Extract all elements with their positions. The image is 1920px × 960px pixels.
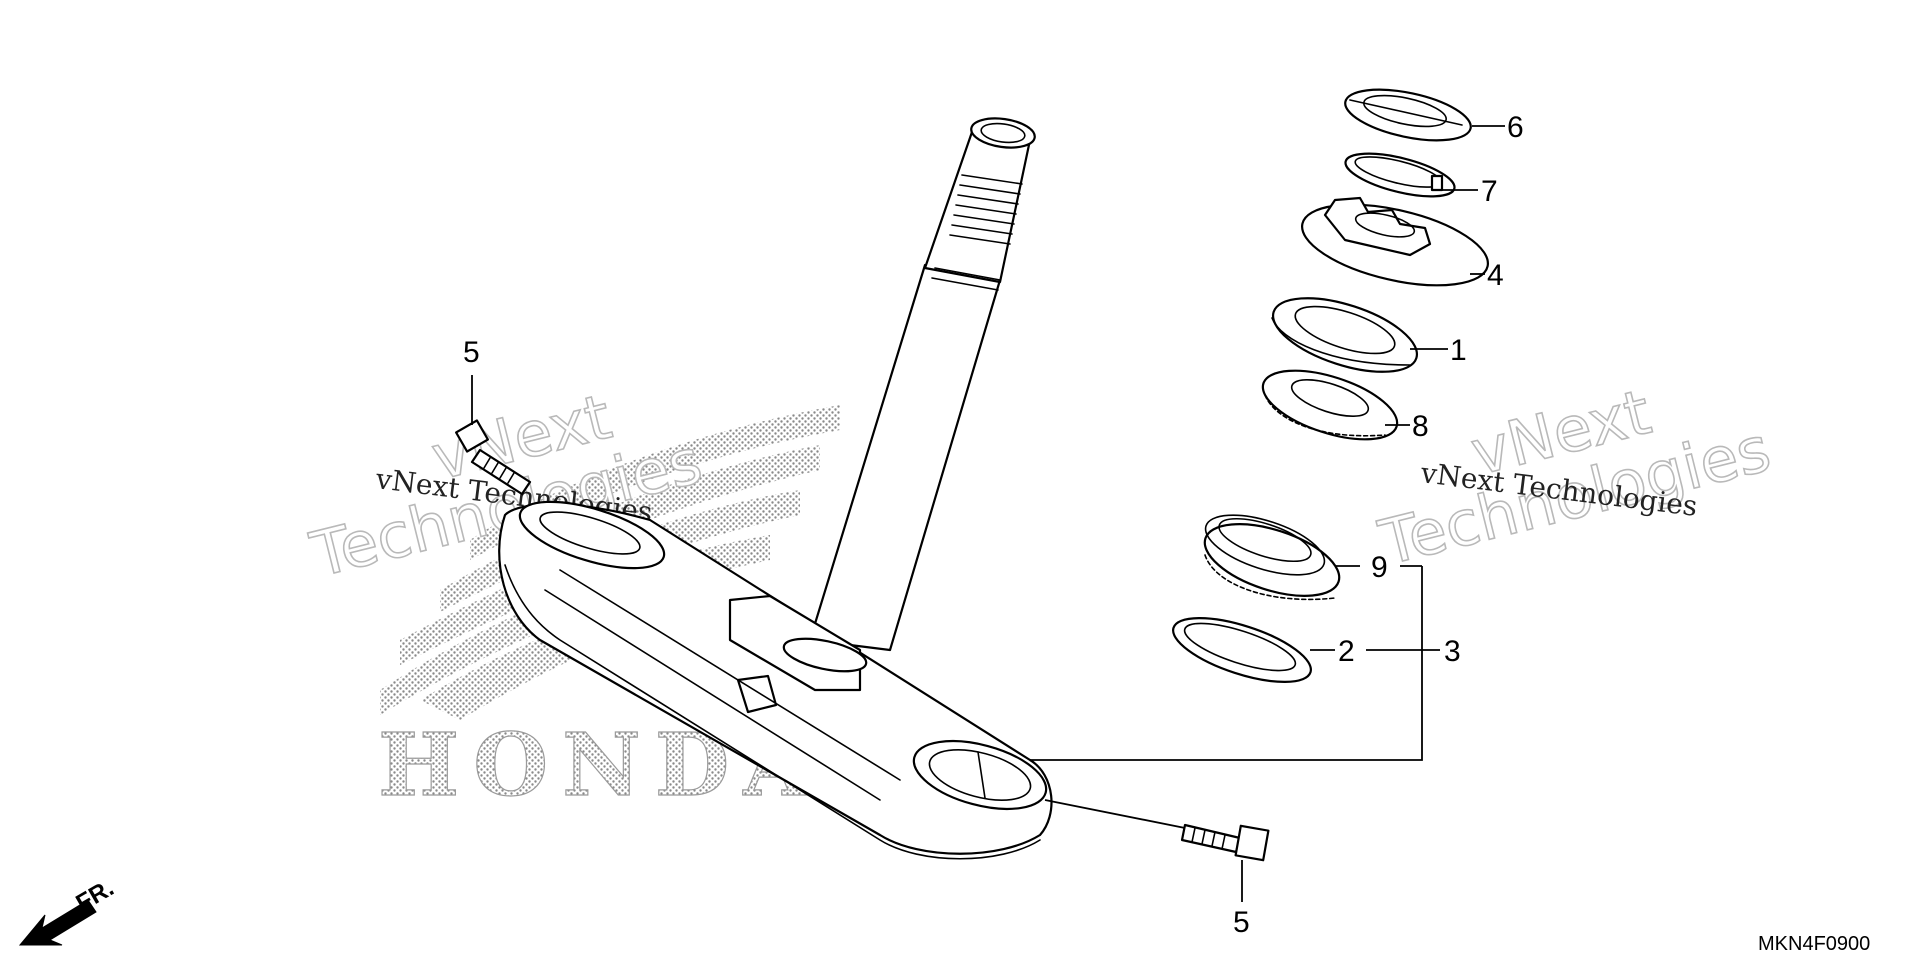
callout-2: 2 [1338, 635, 1355, 668]
callout-3: 3 [1444, 635, 1461, 668]
part-9-lower-bearing [1203, 514, 1341, 601]
callout-5-bottom: 5 [1233, 906, 1250, 939]
part-2-dust-seal [1172, 617, 1312, 683]
callout-8: 8 [1412, 410, 1429, 443]
part-5-bolt-top [455, 419, 532, 496]
front-arrow-icon [18, 899, 97, 946]
part-7-lock-washer [1344, 152, 1456, 198]
callout-9: 9 [1371, 551, 1388, 584]
front-direction-indicator: FR. [18, 874, 118, 946]
part-1-dust-seal [1271, 297, 1419, 373]
callout-4: 4 [1487, 259, 1504, 292]
watermark-right: vNext Technologies [1371, 374, 1778, 580]
callout-7: 7 [1481, 175, 1498, 208]
part-4-adjusting-nut [1301, 196, 1489, 287]
drawing-code: MKN4F0900 [1758, 933, 1870, 955]
callout-6: 6 [1507, 111, 1524, 144]
stem-threads [931, 174, 1023, 291]
callouts: 6 7 4 1 8 9 2 3 5 5 [463, 111, 1524, 939]
leader-lines [471, 125, 1505, 902]
steering-stem [498, 117, 1053, 860]
part-8-upper-bearing [1261, 369, 1399, 441]
part-5-bolt-bottom [1180, 823, 1270, 862]
callout-1: 1 [1450, 334, 1467, 367]
part-6-lock-nut [1344, 88, 1472, 142]
callout-5-top: 5 [463, 336, 480, 369]
